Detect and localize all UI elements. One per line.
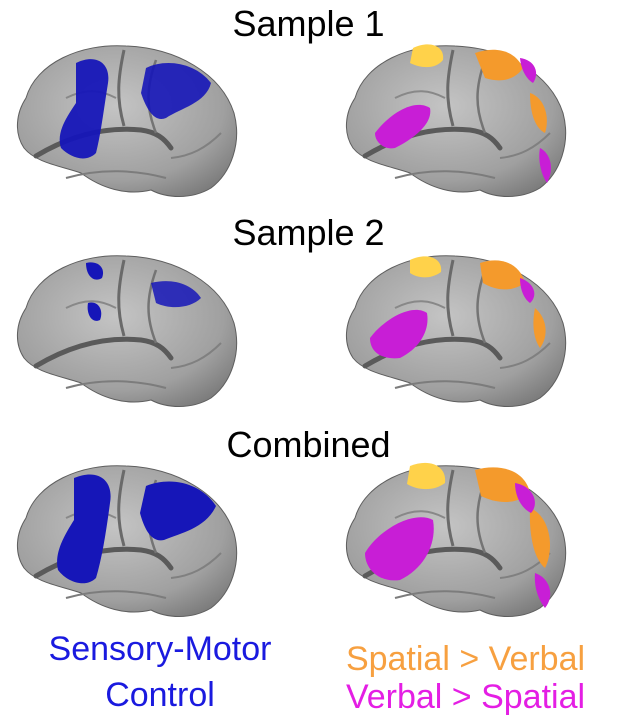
brain-combined-spatial-verbal — [335, 458, 575, 623]
brain-sample-1-sensory-motor — [6, 38, 246, 203]
brain-surface-icon — [6, 38, 246, 203]
brain-surface-icon — [335, 38, 575, 203]
brain-surface-icon — [6, 248, 246, 413]
legend-sensory-motor-line1: Sensory-Motor — [48, 630, 272, 668]
row-title-sample-2: Sample 2 — [232, 212, 385, 253]
brain-combined-sensory-motor — [6, 458, 246, 623]
brain-sample-2-spatial-verbal — [335, 248, 575, 413]
brain-sample-2-sensory-motor — [6, 248, 246, 413]
legend-verbal-spatial: Verbal > Spatial — [345, 678, 586, 716]
row-title-combined: Combined — [226, 424, 391, 465]
legend-spatial-verbal: Spatial > Verbal — [345, 640, 586, 678]
brain-sample-1-spatial-verbal — [335, 38, 575, 203]
brain-surface-icon — [6, 458, 246, 623]
row-title-sample-1: Sample 1 — [232, 3, 385, 44]
legend-sensory-motor-line2: Control — [105, 676, 215, 714]
brain-surface-icon — [335, 462, 575, 623]
brain-surface-icon — [335, 248, 575, 413]
